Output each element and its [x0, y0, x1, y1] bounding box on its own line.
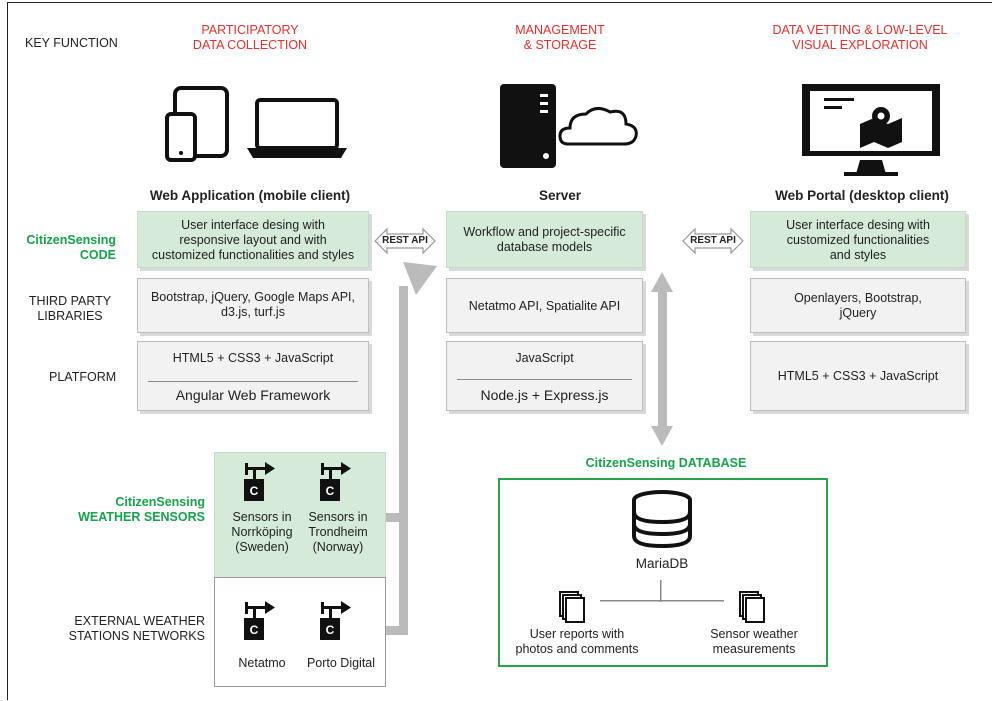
server-code-text: Workflow and project-specific database m… [463, 225, 626, 254]
database-icon [632, 490, 692, 549]
doc-sensor-measurements: Sensor weather measurements [710, 627, 798, 656]
web-app-code-text: User interface desing with responsive la… [151, 218, 355, 262]
server-libs-box: Netatmo API, Spatialite API [446, 278, 643, 333]
doc-user-reports: User reports with photos and comments [515, 627, 639, 656]
weather-sensor-icon: C [320, 462, 351, 501]
rest-api-label-right: REST API [690, 235, 736, 246]
citizen-sensors-box [214, 452, 386, 594]
web-portal-platform-text: HTML5 + CSS3 + JavaScript [777, 369, 939, 383]
web-application-title: Web Application (mobile client) [149, 188, 351, 203]
server-platform-top: JavaScript [515, 351, 574, 365]
server-platform-bottom: Node.js + Express.js [480, 387, 609, 403]
documents-icon [559, 591, 585, 623]
web-app-platform-bottom: Angular Web Framework [175, 387, 331, 403]
divider [148, 381, 358, 382]
svg-text:C: C [326, 484, 335, 498]
row-label-external-stations: EXTERNAL WEATHER STATIONS NETWORKS [68, 614, 205, 643]
right-key-function: DATA VETTING & LOW-LEVEL VISUAL EXPLORAT… [772, 23, 948, 52]
web-portal-libs-text: Openlayers, Bootstrap, jQuery [794, 291, 922, 320]
documents-icon [739, 591, 765, 623]
sensor-label-norrkoping: Sensors in Norrköping (Sweden) [231, 510, 293, 554]
external-stations-box [214, 577, 386, 687]
rest-api-arrow-left [374, 227, 436, 255]
database-title: CitizenSensing DATABASE [585, 456, 747, 470]
web-portal-code-text: User interface desing with customized fu… [786, 218, 930, 262]
server-platform-box: JavaScript Node.js + Express.js [446, 341, 643, 411]
web-app-platform-top: HTML5 + CSS3 + JavaScript [172, 351, 334, 365]
row-label-third-party: THIRD PARTY LIBRARIES [28, 294, 112, 323]
web-app-libs-text: Bootstrap, jQuery, Google Maps API, d3.j… [150, 290, 356, 319]
web-app-libs-box: Bootstrap, jQuery, Google Maps API, d3.j… [137, 278, 369, 333]
server-libs-text: Netatmo API, Spatialite API [468, 299, 621, 313]
left-key-function: PARTICIPATORY DATA COLLECTION [192, 23, 308, 52]
mariadb-label: MariaDB [635, 556, 689, 571]
rest-api-arrow-right [682, 227, 744, 255]
middle-key-function: MANAGEMENT & STORAGE [515, 23, 605, 52]
rest-api-label-left: REST API [382, 235, 428, 246]
weather-station-icon: C [244, 601, 275, 640]
svg-text:C: C [250, 623, 259, 637]
divider [457, 379, 632, 380]
sensor-label-trondheim: Sensors in Trondheim (Norway) [308, 510, 368, 554]
station-label-porto-digital: Porto Digital [306, 656, 376, 670]
web-portal-title: Web Portal (desktop client) [775, 188, 949, 203]
mobile-devices-icon [165, 86, 347, 162]
row-label-code: CODE [79, 248, 116, 262]
web-app-platform-box: HTML5 + CSS3 + JavaScript Angular Web Fr… [137, 341, 369, 411]
row-label-key-function: KEY FUNCTION [25, 36, 118, 50]
web-portal-code-box: User interface desing with customized fu… [750, 211, 966, 268]
server-title: Server [538, 188, 582, 203]
row-label-platform: PLATFORM [49, 370, 117, 384]
web-portal-platform-box: HTML5 + CSS3 + JavaScript [750, 341, 966, 411]
weather-station-icon: C [320, 601, 351, 640]
row-label-weather-sensors: WEATHER SENSORS [78, 510, 205, 524]
row-label-citizensensing: CitizenSensing [26, 233, 116, 247]
station-label-netatmo: Netatmo [238, 656, 286, 670]
svg-text:C: C [250, 484, 259, 498]
desktop-monitor-icon [802, 84, 940, 176]
web-app-code-box: User interface desing with responsive la… [137, 211, 369, 268]
server-cloud-icon [500, 84, 638, 168]
row-label-citizensensing-sensors: CitizenSensing [115, 495, 205, 509]
server-code-box: Workflow and project-specific database m… [446, 211, 643, 268]
web-portal-libs-box: Openlayers, Bootstrap, jQuery [750, 278, 966, 333]
svg-text:C: C [326, 623, 335, 637]
frame [7, 2, 992, 700]
database-branch-lines [600, 580, 724, 602]
weather-sensor-icon: C [244, 462, 275, 501]
